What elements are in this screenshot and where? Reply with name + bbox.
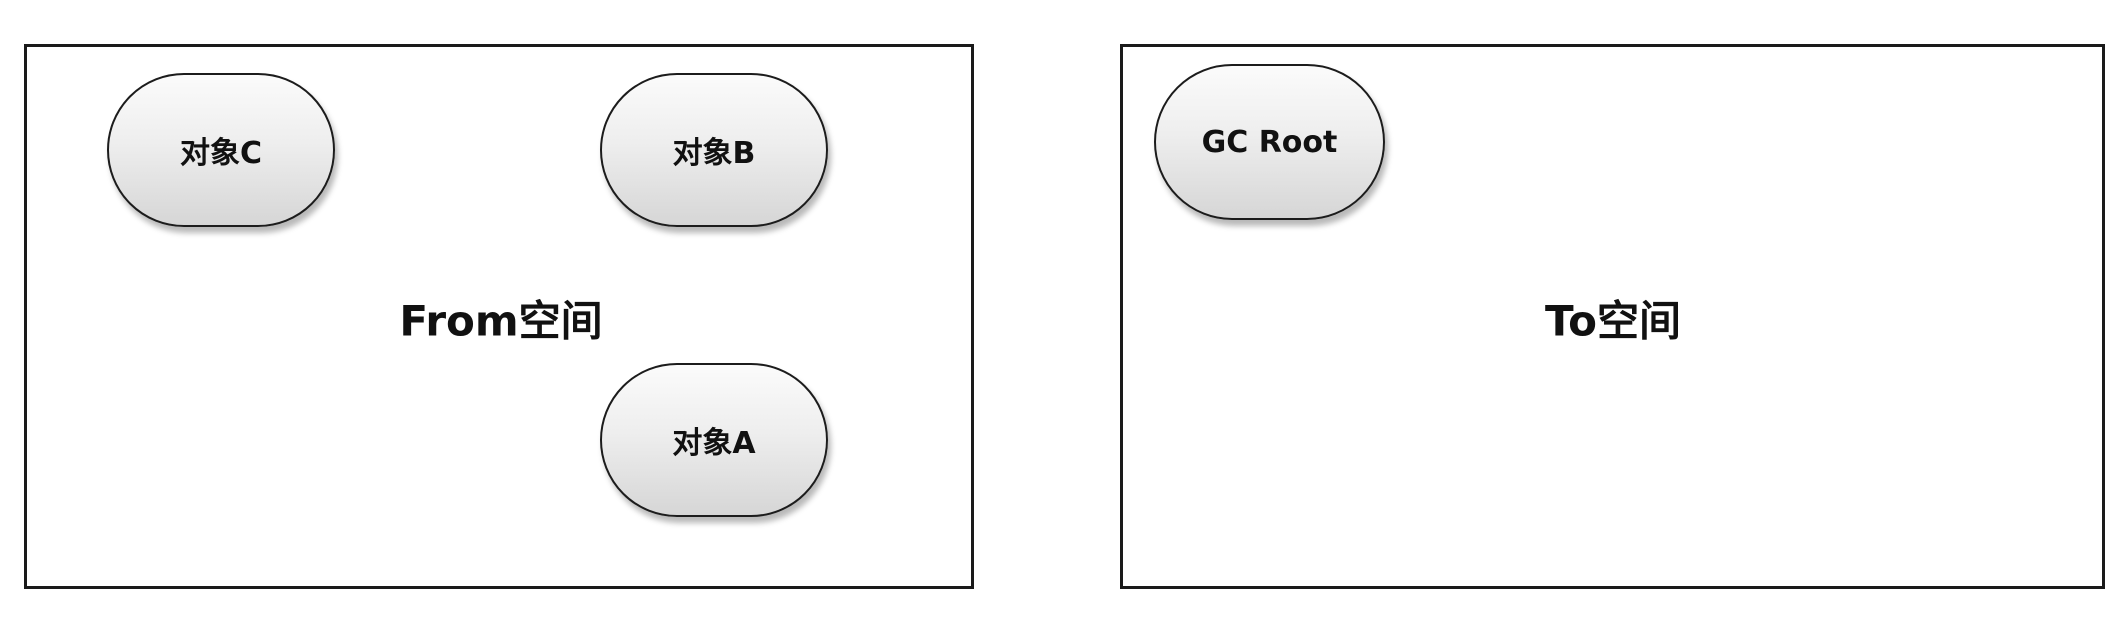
from-space-label: From空间 [399, 296, 603, 346]
object-b-label: 对象B [672, 136, 756, 171]
object-c-label: 对象C [179, 136, 263, 171]
gc-root-node: GC Root [1154, 64, 1385, 220]
object-a-node: 对象A [600, 363, 828, 517]
object-c-node: 对象C [107, 73, 335, 227]
to-space-panel: GC Root To空间 [1120, 44, 2105, 589]
object-b-node: 对象B [600, 73, 828, 227]
to-space-label: To空间 [1545, 296, 1681, 346]
from-space-panel: 对象C 对象B From空间 对象A [24, 44, 974, 589]
object-a-label: 对象A [672, 426, 756, 461]
gc-root-label: GC Root [1201, 124, 1338, 160]
